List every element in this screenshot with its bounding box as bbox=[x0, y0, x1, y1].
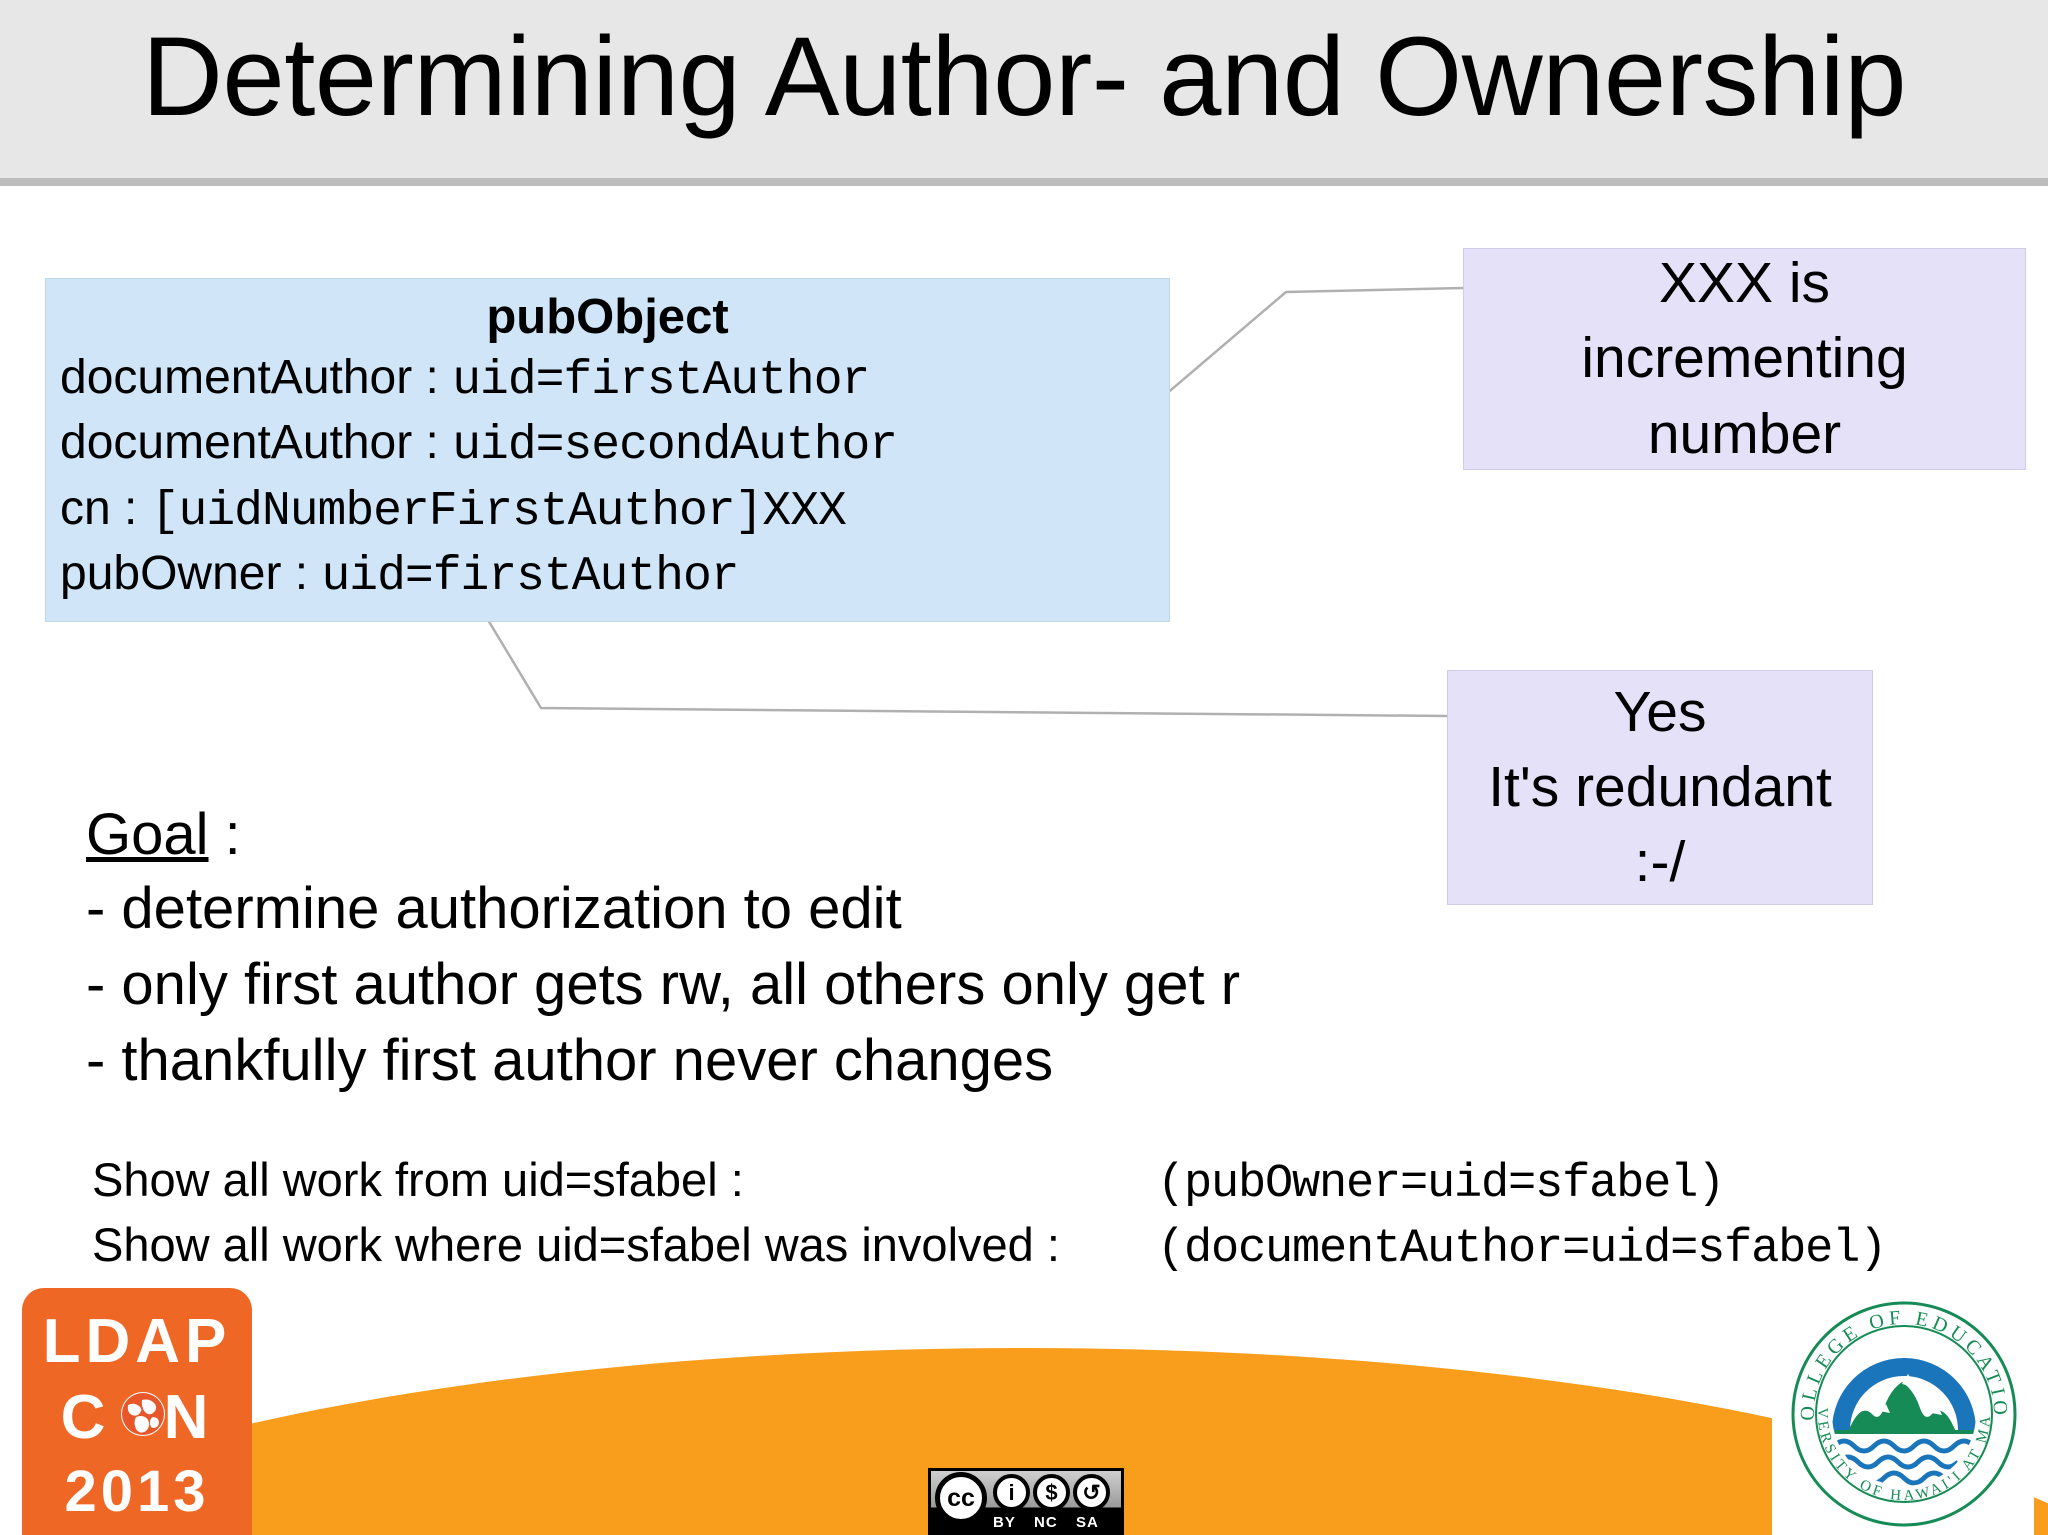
cc-nc-label: NC bbox=[1034, 1514, 1058, 1531]
goal-item: - determine authorization to edit bbox=[86, 875, 902, 941]
pubobject-heading: pubObject bbox=[486, 290, 729, 344]
attribute-separator: : bbox=[281, 547, 322, 601]
attribute-row: documentAuthor : uid=firstAuthor bbox=[60, 347, 1155, 412]
query-row: Show all work where uid=sfabel was invol… bbox=[92, 1215, 1992, 1280]
cc-sa-icon: ↺ bbox=[1073, 1474, 1110, 1511]
attribute-row: cn : [uidNumberFirstAuthor]XXX bbox=[60, 478, 1155, 543]
cc-by-icon: i bbox=[993, 1474, 1030, 1511]
ldapcon-logo-c: C bbox=[60, 1383, 111, 1452]
query-examples: Show all work from uid=sfabel : (pubOwne… bbox=[92, 1150, 1992, 1279]
callout-line: Yes bbox=[1613, 679, 1707, 744]
goal-item: - only first author gets rw, all others … bbox=[86, 951, 1241, 1017]
query-label: Show all work from uid=sfabel : bbox=[92, 1153, 744, 1206]
attribute-separator: : bbox=[412, 350, 453, 404]
attribute-row: pubOwner : uid=firstAuthor bbox=[60, 543, 1155, 608]
callout-line: XXX is bbox=[1658, 251, 1831, 316]
ldapcon-logo-line1: LDAP bbox=[42, 1307, 232, 1376]
title-bar: Determining Author- and Ownership bbox=[0, 0, 2048, 186]
goal-heading-underlined: Goal bbox=[86, 802, 209, 867]
attribute-separator: : bbox=[110, 481, 151, 535]
college-of-education-seal: COLLEGE OF EDUCATION UNIVERSITY OF HAWAI… bbox=[1790, 1300, 2017, 1527]
seal-emblem bbox=[1832, 1342, 1976, 1486]
globe-icon bbox=[121, 1392, 165, 1436]
goal-heading-suffix: : bbox=[208, 802, 241, 867]
query-filter: (pubOwner=uid=sfabel) bbox=[1157, 1158, 1725, 1211]
attribute-separator: : bbox=[412, 416, 453, 470]
attribute-value: uid=firstAuthor bbox=[452, 353, 870, 408]
callout-line: It's redundant bbox=[1488, 754, 1832, 819]
attribute-value: uid=secondAuthor bbox=[452, 419, 898, 474]
callout-line: number bbox=[1647, 401, 1842, 466]
cc-by-label: BY bbox=[993, 1514, 1016, 1531]
attribute-key: documentAuthor bbox=[60, 350, 413, 404]
attribute-key: documentAuthor bbox=[60, 416, 413, 470]
callout-line: incrementing bbox=[1581, 326, 1908, 391]
attribute-key: cn bbox=[60, 481, 111, 535]
query-row: Show all work from uid=sfabel : (pubOwne… bbox=[92, 1150, 1992, 1215]
attribute-row: documentAuthor : uid=secondAuthor bbox=[60, 412, 1155, 477]
creative-commons-badge[interactable]: cc i $ ↺ BY NC SA bbox=[928, 1468, 1124, 1535]
left-logo-plate bbox=[0, 1300, 22, 1535]
ldapcon-logo-n: N bbox=[163, 1383, 214, 1452]
page-title: Determining Author- and Ownership bbox=[142, 14, 1906, 139]
query-filter: (documentAuthor=uid=sfabel) bbox=[1157, 1222, 1887, 1276]
pubobject-box: pubObject documentAuthor : uid=firstAuth… bbox=[45, 278, 1170, 622]
ldapcon-logo-line2: CON bbox=[22, 1382, 252, 1453]
ldapcon-2013-logo: LDAP CON 2013 bbox=[22, 1288, 252, 1535]
query-label: Show all work where uid=sfabel was invol… bbox=[92, 1217, 1060, 1271]
attribute-value: uid=firstAuthor bbox=[321, 550, 739, 605]
attribute-key: pubOwner bbox=[60, 547, 282, 601]
cc-sa-label: SA bbox=[1076, 1514, 1099, 1531]
callout-line: :-/ bbox=[1634, 830, 1686, 895]
goal-block: Goal : - determine authorization to edit… bbox=[86, 800, 1436, 1099]
cc-icon: cc bbox=[935, 1472, 987, 1524]
callout-xxx-incrementing: XXX is incrementing number bbox=[1463, 248, 2026, 470]
ldapcon-logo-year: 2013 bbox=[64, 1459, 210, 1524]
goal-heading: Goal : bbox=[86, 800, 1436, 871]
callout-yes-redundant: Yes It's redundant :-/ bbox=[1447, 670, 1873, 905]
cc-nc-icon: $ bbox=[1033, 1474, 1070, 1511]
goal-item: - thankfully first author never changes bbox=[86, 1027, 1054, 1093]
attribute-value: [uidNumberFirstAuthor]XXX bbox=[150, 484, 847, 539]
